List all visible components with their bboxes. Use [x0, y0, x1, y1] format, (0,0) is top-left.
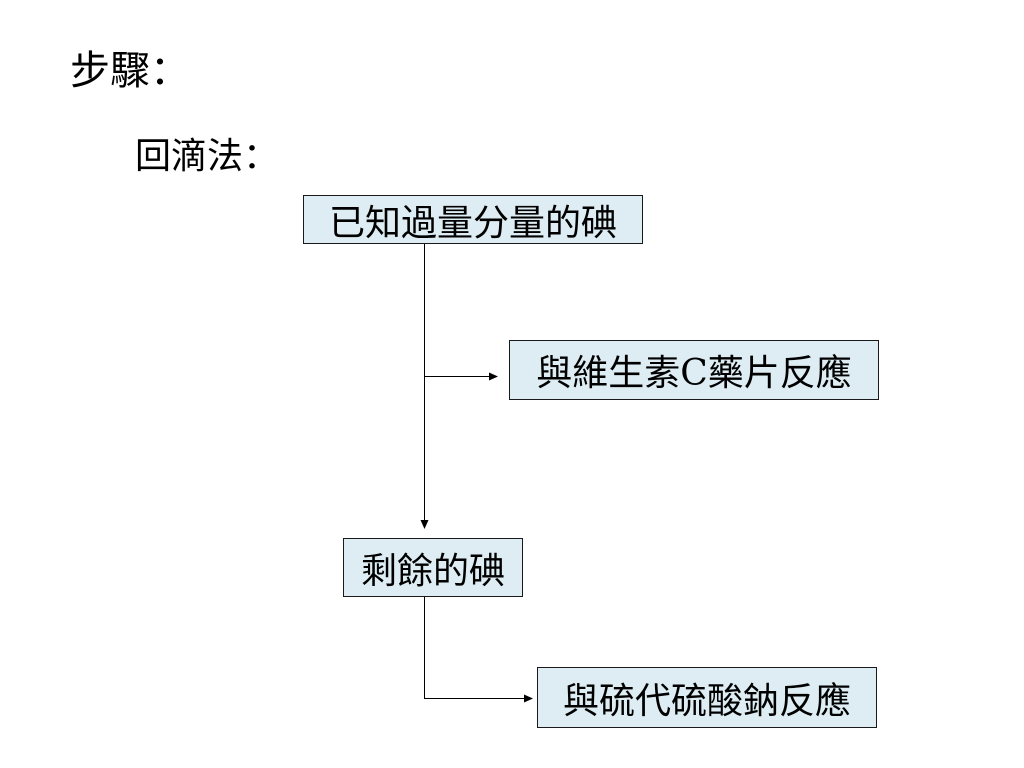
- arrowhead-right-icon: [524, 694, 533, 703]
- flow-node-thiosulfate-reaction: 與硫代硫酸鈉反應: [537, 667, 877, 728]
- flow-node-label: 已知過量分量的碘: [328, 202, 617, 244]
- slide-title: 步驟：: [70, 48, 190, 94]
- flow-node-remaining-iodine: 剩餘的碘: [343, 538, 523, 597]
- flow-node-label: 剩餘的碘: [360, 550, 505, 592]
- flow-node-vitamin-c-reaction: 與維生素C藥片反應: [509, 340, 879, 400]
- slide-subtitle: 回滴法：: [135, 136, 280, 177]
- flow-node-label: 與硫代硫酸鈉反應: [562, 680, 851, 722]
- arrowhead-down-icon: [420, 520, 429, 529]
- arrowhead-right-icon: [489, 372, 498, 381]
- flow-node-label: 與維生素C藥片反應: [536, 353, 852, 394]
- flow-node-excess-iodine: 已知過量分量的碘: [303, 195, 643, 244]
- connector-node3-to-node4: [424, 597, 525, 699]
